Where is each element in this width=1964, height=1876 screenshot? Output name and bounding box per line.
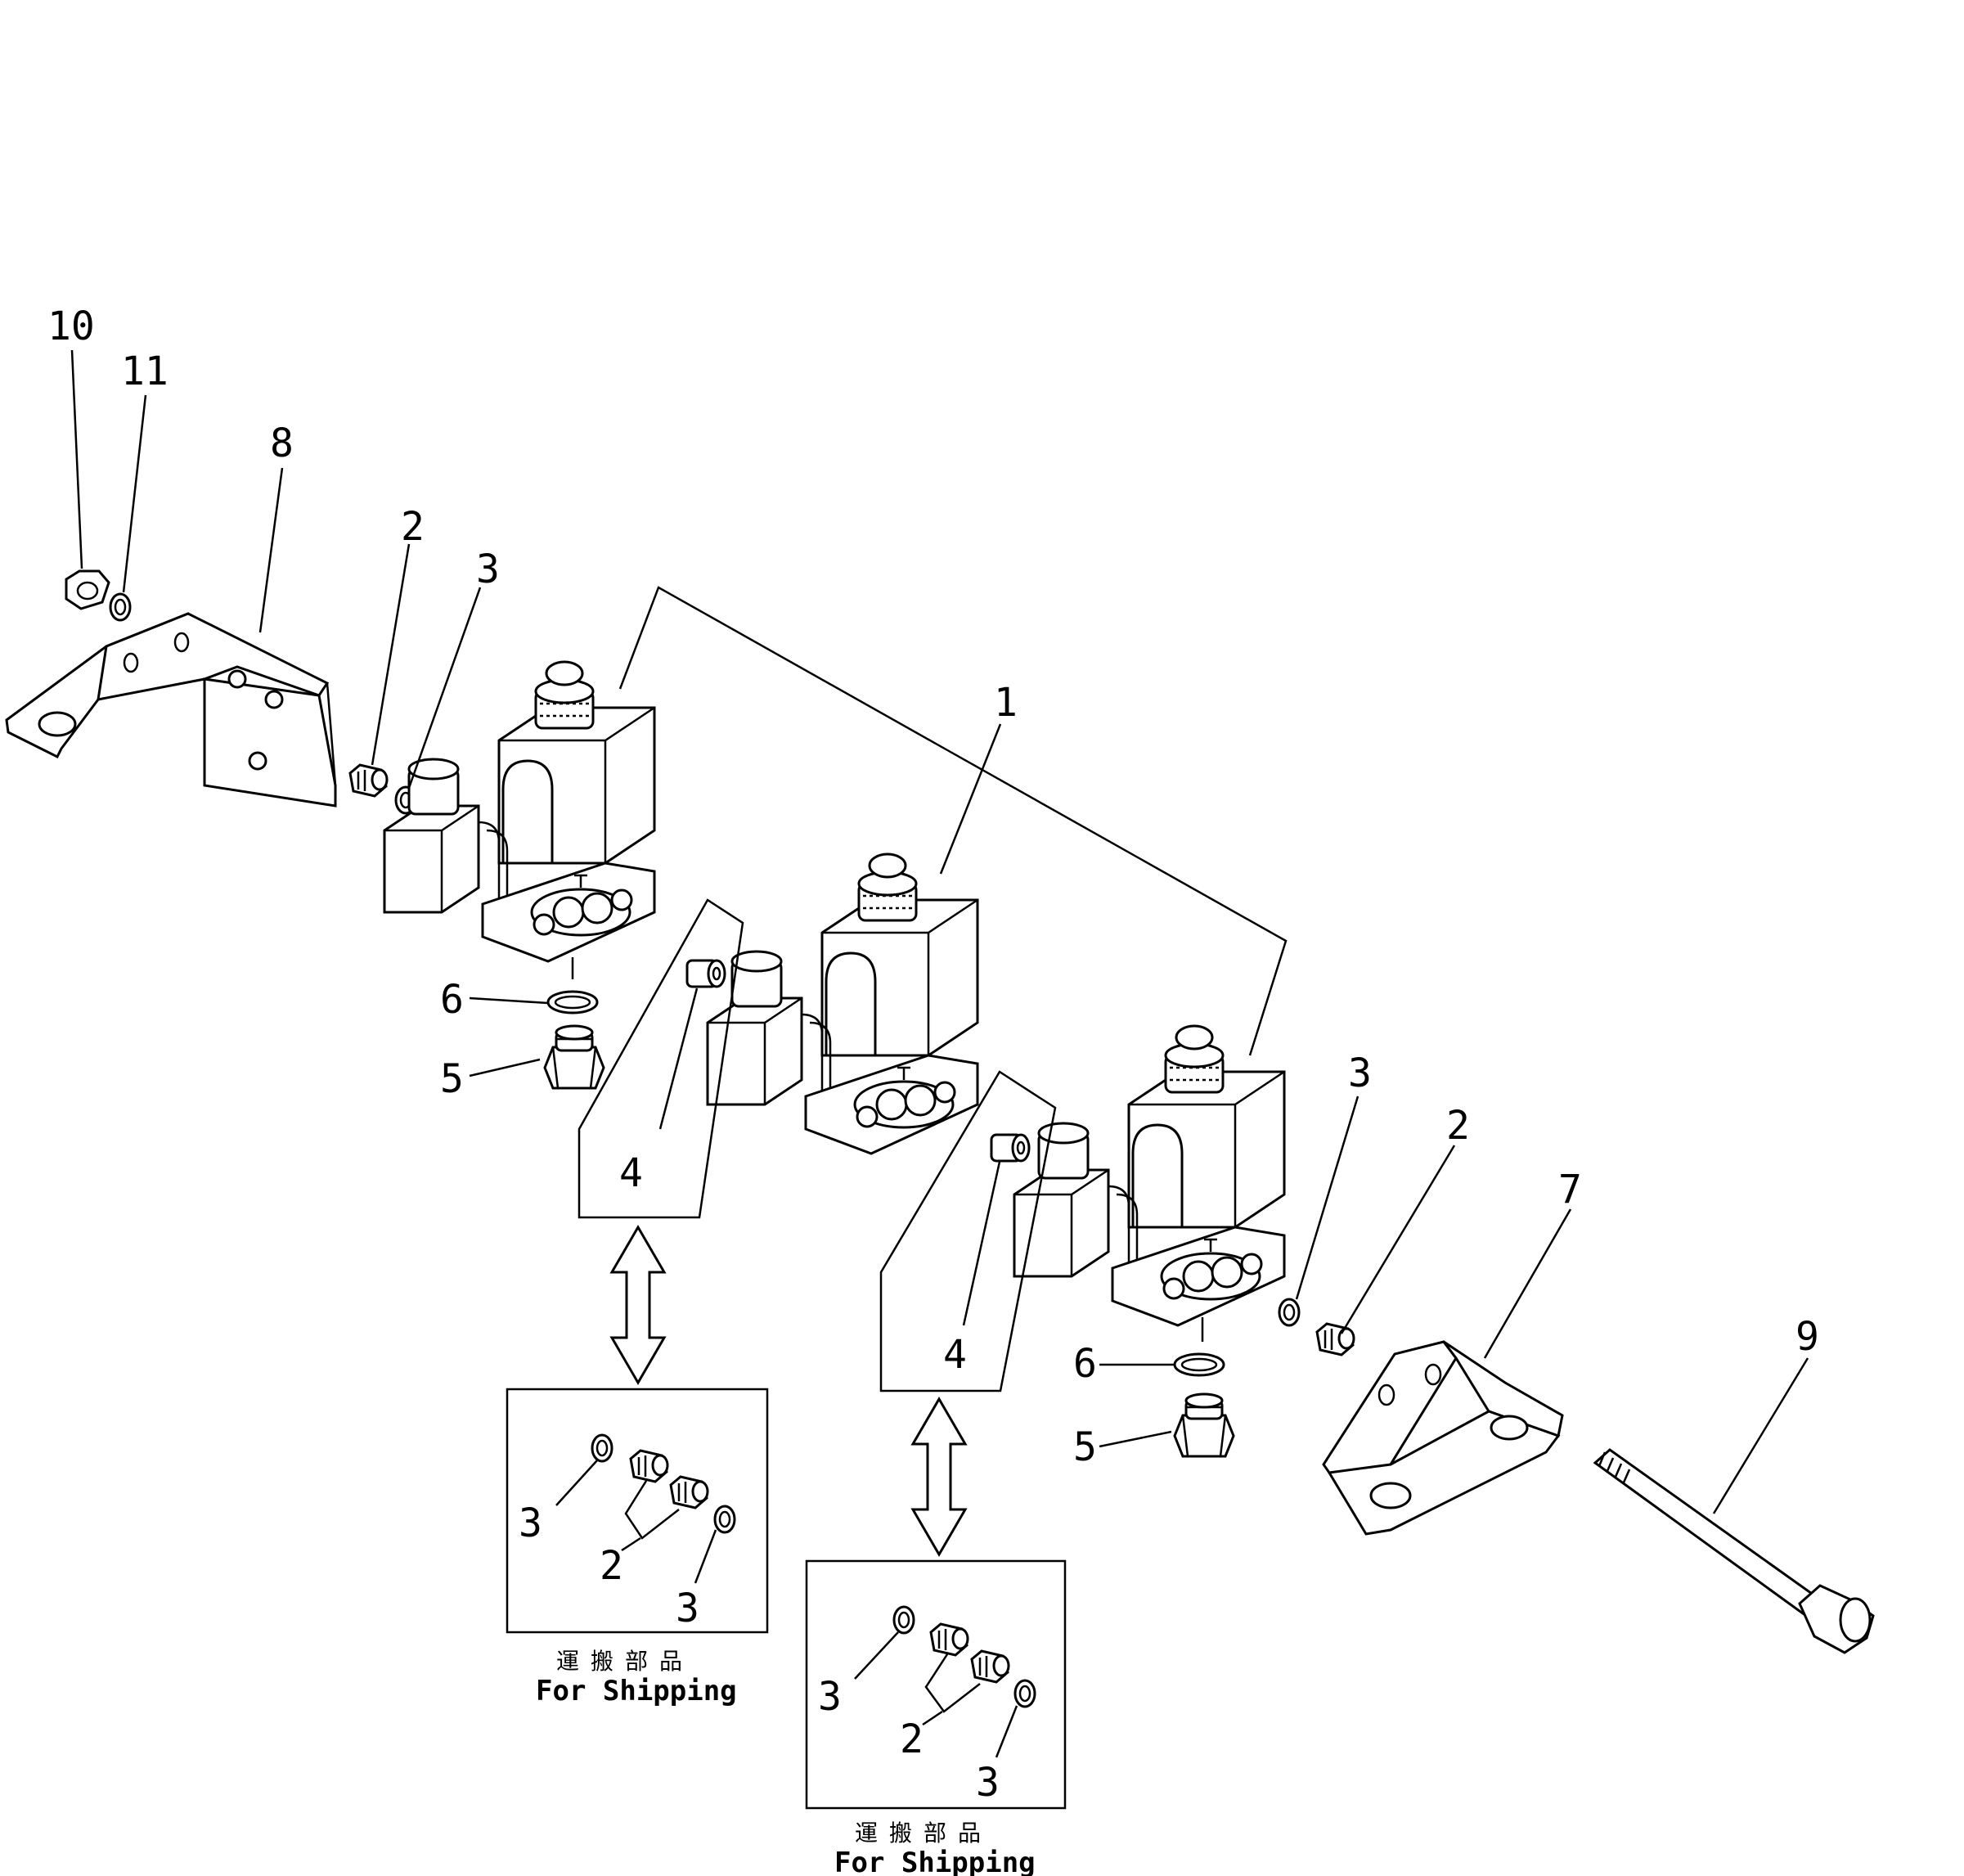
label-5-left: 5 (440, 1056, 464, 1102)
box1-label-2: 2 (600, 1543, 623, 1589)
label-6-right: 6 (1073, 1341, 1097, 1387)
label-1: 1 (994, 680, 1018, 726)
label-3-right: 3 (1348, 1050, 1372, 1096)
washer-3-right (1278, 1298, 1301, 1327)
plug-2-right (1315, 1322, 1355, 1356)
box1-caption-en: For Shipping (536, 1675, 737, 1707)
bolt-9 (1593, 1448, 1875, 1654)
label-10: 10 (47, 304, 95, 349)
spacer-4-left (685, 959, 726, 988)
solenoid-valve-right (1013, 1024, 1286, 1327)
box2-caption-jp: 運搬部品 (855, 1820, 992, 1847)
box2-label-2: 2 (900, 1716, 924, 1762)
valve-group-bracket-line (618, 586, 1288, 1056)
label-4-right: 4 (943, 1332, 967, 1378)
label-7: 7 (1558, 1167, 1582, 1212)
spacer-4-panel-right (879, 1070, 1057, 1392)
box1-label-3b: 3 (676, 1586, 699, 1631)
box2-label-3b: 3 (976, 1760, 1000, 1806)
bracket-7 (1322, 1340, 1564, 1536)
label-4-left: 4 (619, 1150, 643, 1196)
label-5-right: 5 (1073, 1424, 1097, 1470)
spacer-4-panel-left (578, 898, 744, 1219)
shipping-box-1 (506, 1388, 769, 1634)
box2-label-3a: 3 (818, 1674, 842, 1720)
label-6-left: 6 (440, 977, 464, 1023)
swap-arrow-left (610, 1226, 666, 1384)
label-2-left: 2 (401, 504, 425, 550)
box2-caption-en: For Shipping (834, 1847, 1036, 1876)
spacer-4-right (990, 1133, 1031, 1163)
swap-arrow-right (911, 1397, 967, 1556)
plug-5-right (1173, 1392, 1235, 1458)
solenoid-valve-center (706, 853, 979, 1155)
leader-lines (70, 349, 1809, 1514)
solenoid-valve-left (383, 660, 656, 963)
label-9: 9 (1795, 1314, 1819, 1360)
label-8: 8 (270, 421, 294, 466)
plug-2-left (348, 763, 389, 798)
nut-10 (65, 569, 110, 610)
box1-label-3a: 3 (519, 1500, 542, 1546)
oring-6-right (1173, 1352, 1225, 1377)
shipping-box-2 (805, 1559, 1067, 1810)
bracket-8 (5, 612, 337, 808)
plug-5-left (543, 1024, 605, 1090)
label-3-left: 3 (476, 547, 500, 592)
box1-caption-jp: 運搬部品 (556, 1648, 694, 1675)
label-2-right: 2 (1446, 1103, 1470, 1149)
oring-6-left (546, 990, 599, 1014)
washer-11 (109, 592, 132, 622)
label-11: 11 (121, 349, 169, 394)
